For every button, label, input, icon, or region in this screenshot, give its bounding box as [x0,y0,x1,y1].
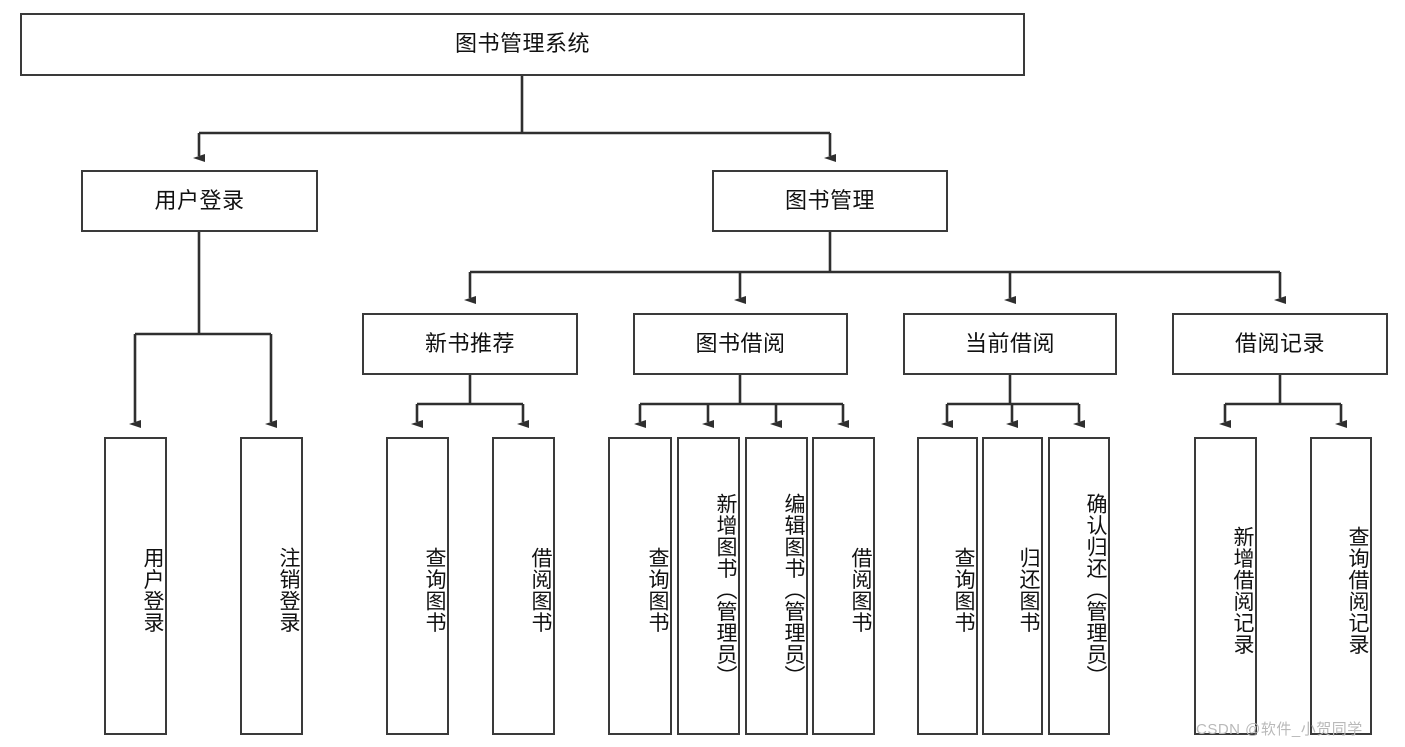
node-label: 图书管理 [784,187,875,213]
node-current-borrow[interactable]: 当前借阅 [903,313,1117,375]
node-label: 新增借阅记录 [1231,525,1254,655]
leaf-borrow-book[interactable]: 借阅图书 [812,437,875,735]
leaf-borrow-book-recommend[interactable]: 借阅图书 [492,437,555,735]
leaf-query-book-borrow[interactable]: 查询图书 [608,437,672,735]
node-borrow-records[interactable]: 借阅记录 [1172,313,1388,375]
leaf-confirm-return-admin[interactable]: 确认归还（管理员） [1048,437,1110,735]
node-label: 图书管理系统 [454,31,590,57]
node-label: 用户登录 [154,187,245,213]
node-label: 借阅图书 [529,547,552,633]
node-user-login[interactable]: 用户登录 [81,170,318,232]
node-label: 查询图书 [646,547,669,633]
node-book-management[interactable]: 图书管理 [712,170,948,232]
node-label: 查询图书 [423,547,446,633]
node-label: 查询借阅记录 [1346,525,1369,655]
node-label: 编辑图书（管理员） [782,493,805,687]
leaf-add-book-admin[interactable]: 新增图书（管理员） [677,437,740,735]
node-label: 用户登录 [141,547,164,633]
node-label: 图书借阅 [695,330,786,356]
node-label: 确认归还（管理员） [1084,493,1107,687]
leaf-query-borrow-record[interactable]: 查询借阅记录 [1310,437,1372,735]
leaf-return-book[interactable]: 归还图书 [982,437,1043,735]
leaf-user-login[interactable]: 用户登录 [104,437,167,735]
leaf-query-book-current[interactable]: 查询图书 [917,437,978,735]
node-label: 归还图书 [1017,547,1040,633]
node-label: 新书推荐 [424,330,515,356]
node-label: 借阅记录 [1234,330,1325,356]
leaf-logout[interactable]: 注销登录 [240,437,303,735]
csdn-watermark: CSDN @软件_小贺同学 [1196,721,1363,738]
leaf-edit-book-admin[interactable]: 编辑图书（管理员） [745,437,808,735]
node-label: 查询图书 [952,547,975,633]
node-label: 新增图书（管理员） [714,493,737,687]
node-root-book-management-system[interactable]: 图书管理系统 [20,13,1025,76]
node-new-book-recommend[interactable]: 新书推荐 [362,313,578,375]
leaf-query-book-recommend[interactable]: 查询图书 [386,437,449,735]
node-label: 注销登录 [277,547,300,633]
node-label: 借阅图书 [849,547,872,633]
node-label: 当前借阅 [964,330,1055,356]
node-book-borrow[interactable]: 图书借阅 [633,313,848,375]
leaf-add-borrow-record[interactable]: 新增借阅记录 [1194,437,1257,735]
